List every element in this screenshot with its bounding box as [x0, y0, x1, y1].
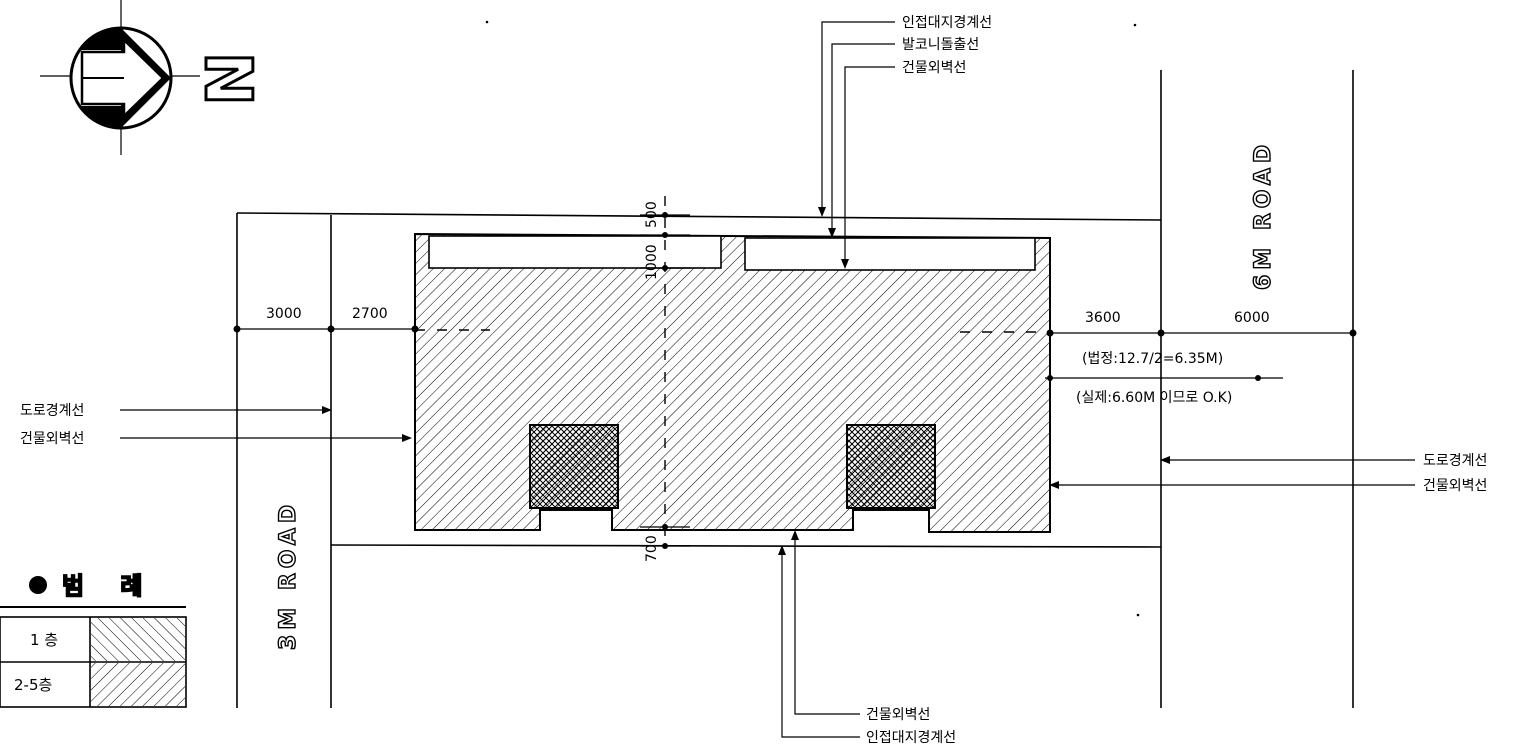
horizontal-dimension — [233, 325, 1357, 381]
building-footprint — [414, 232, 1051, 533]
legend — [0, 576, 187, 708]
label-road-boundary-left: 도로경계선 — [20, 403, 84, 419]
leaders-bottom — [778, 530, 860, 738]
legend-swatch-2-5f — [91, 663, 185, 706]
label-road-boundary-right: 도로경계선 — [1423, 453, 1487, 469]
label-building-wall-top: 건물외벽선 — [902, 60, 966, 76]
north-arrow-icon — [40, 0, 200, 155]
label-building-wall-right: 건물외벽선 — [1423, 478, 1487, 494]
dim-3600: 3600 — [1085, 310, 1121, 326]
road-label-right: 6M ROAD — [1251, 140, 1276, 290]
dim-3000: 3000 — [266, 306, 302, 322]
legend-swatch-1f — [91, 618, 185, 661]
dim-6000: 6000 — [1234, 310, 1270, 326]
road-label-left: 3M ROAD — [276, 500, 301, 650]
note-legal-setback: (법정:12.7/2=6.35M) — [1082, 351, 1223, 367]
dim-1000: 1000 — [644, 244, 660, 280]
dim-700: 700 — [644, 535, 660, 562]
label-balcony-line: 발코니돌출선 — [902, 37, 979, 53]
balcony-area-left — [428, 235, 722, 269]
leaders-top — [818, 21, 895, 269]
label-adjacent-boundary-top: 인접대지경계선 — [902, 15, 992, 31]
legend-item-2-5f: 2-5층 — [14, 676, 52, 694]
label-building-wall-bottom: 건물외벽선 — [866, 707, 930, 723]
vertical-dimension — [640, 196, 690, 549]
dim-500: 500 — [644, 201, 660, 228]
balcony-area-right — [744, 237, 1036, 271]
legend-title: 범 례 — [62, 572, 157, 600]
label-adjacent-boundary-bottom: 인접대지경계선 — [866, 730, 956, 746]
north-letter: N — [190, 52, 264, 106]
leaders-right — [1049, 456, 1415, 489]
leaders-left — [120, 406, 412, 442]
boundary-lines — [236, 70, 1354, 708]
core-block-right — [846, 424, 936, 509]
legend-item-1f: 1 층 — [30, 631, 58, 649]
dim-2700: 2700 — [352, 306, 388, 322]
label-building-wall-left: 건물외벽선 — [20, 431, 84, 447]
core-block-left — [529, 424, 619, 509]
note-actual-setback: (실제:6.60M 이므로 O.K) — [1076, 390, 1232, 406]
